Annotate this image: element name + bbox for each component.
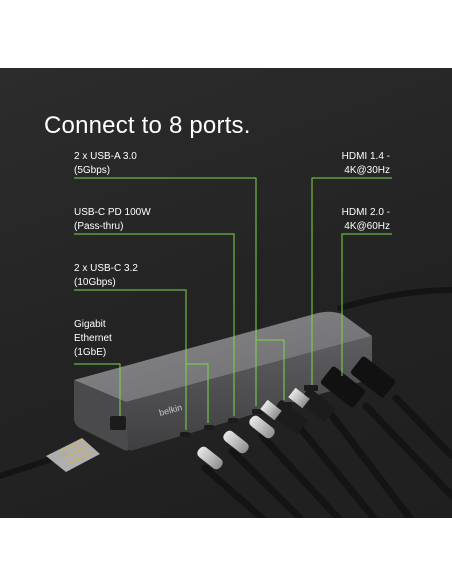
hdmi-plug (350, 356, 396, 398)
label-usb-a-line2: (5Gbps) (74, 165, 111, 176)
label-hdmi-14-line2: 4K@30Hz (344, 165, 390, 176)
label-ethernet: Gigabit Ethernet (1GbE) (74, 318, 112, 360)
hub-body (74, 311, 372, 451)
hub-power-cable (337, 287, 452, 311)
usb-c-port (204, 425, 214, 430)
leader-line-ethernet (74, 363, 121, 416)
label-usb-a-line1: 2 x USB-A 3.0 (74, 151, 137, 162)
label-usb-a: 2 x USB-A 3.0 (5Gbps) (74, 150, 137, 178)
leader-line-usb-a (74, 177, 257, 406)
label-ethernet-line1: Gigabit (74, 319, 106, 330)
label-ethernet-line3: (1GbE) (74, 347, 107, 358)
label-hdmi-20: HDMI 2.0 - 4K@60Hz (342, 206, 390, 234)
product-poster: Connect to 8 ports. 2 x USB-A 3.0 (5Gbps… (0, 68, 452, 518)
usb-a-plugs (260, 387, 336, 434)
ethernet-plug (0, 438, 100, 479)
usb-a-plug (298, 388, 336, 422)
usb-c-plug (197, 446, 223, 470)
label-hdmi-14: HDMI 1.4 - 4K@30Hz (342, 150, 390, 178)
leader-line-usb-a-b (256, 339, 285, 400)
usb-c-plugs (197, 415, 275, 470)
label-hdmi-14-line1: HDMI 1.4 - (341, 151, 390, 162)
hdmi-plugs (320, 356, 396, 408)
leader-line-hdmi-14 (311, 177, 392, 385)
hdmi-port (304, 385, 318, 391)
leader-line-hdmi-20 (341, 233, 392, 376)
usb-c-plug (223, 430, 249, 454)
leader-line-usb-c-pd (74, 233, 235, 416)
usb-c-port (180, 432, 190, 437)
usb-a-plug (270, 400, 308, 434)
hdmi-plug (320, 366, 366, 408)
leader-line-usb-c-32-b (186, 363, 209, 423)
leader-lines (74, 177, 392, 430)
label-usb-c-32-line2: (10Gbps) (74, 277, 116, 288)
usb-c-port (228, 418, 238, 423)
ethernet-port (110, 416, 126, 430)
label-usb-c-pd-line2: (Pass-thru) (74, 221, 124, 232)
usb-c-plug (249, 415, 275, 439)
leader-line-usb-c-32 (74, 289, 187, 430)
headline: Connect to 8 ports. (44, 112, 251, 139)
cable-bundle (201, 394, 452, 518)
label-usb-c-32-line1: 2 x USB-C 3.2 (74, 263, 138, 274)
label-hdmi-20-line1: HDMI 2.0 - (341, 207, 390, 218)
label-usb-c-pd: USB-C PD 100W (Pass-thru) (74, 206, 151, 234)
label-usb-c-pd-line1: USB-C PD 100W (74, 207, 151, 218)
label-usb-c-32: 2 x USB-C 3.2 (10Gbps) (74, 262, 138, 290)
label-hdmi-20-line2: 4K@60Hz (344, 221, 390, 232)
label-ethernet-line2: Ethernet (74, 333, 112, 344)
usb-hub-illustration: belkin (0, 287, 452, 518)
